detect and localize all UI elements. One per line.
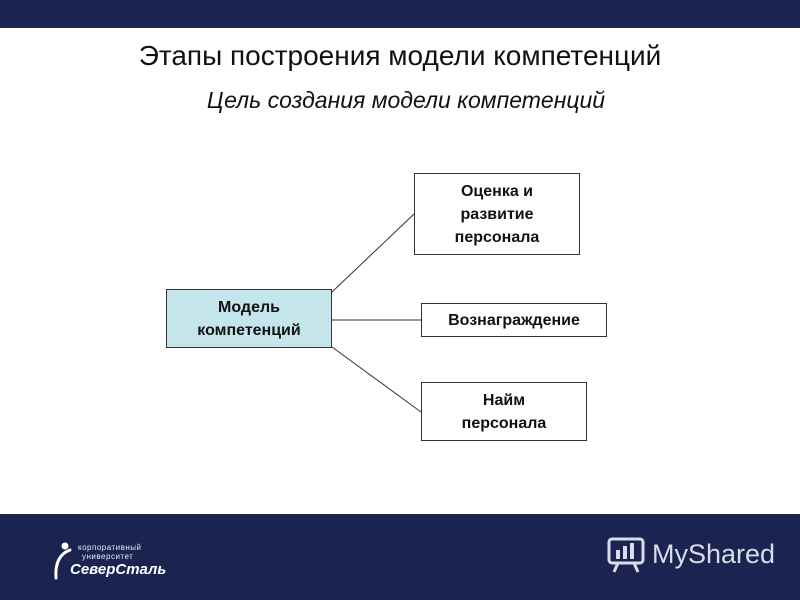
connector-to-hiring: [331, 346, 422, 413]
slide-title: Этапы построения модели компетенций: [138, 40, 662, 71]
logo-brand: СеверСталь: [70, 561, 167, 578]
connector-to-evaluation: [331, 213, 415, 293]
slide-subtitle: Цель создания модели компетенций: [206, 87, 606, 113]
reward-label: Вознаграждение: [448, 311, 580, 329]
competency-model-box: Модель компетенций: [166, 289, 332, 348]
top-bar: [0, 0, 800, 28]
evaluation-label: Оценка и развитие персонала: [454, 182, 540, 246]
reward-box: Вознаграждение: [421, 303, 607, 337]
logo-line-1: корпоративный: [78, 543, 142, 552]
presentation-board-icon: [607, 537, 645, 573]
severstal-logo: корпоративный университет СеверСталь: [50, 540, 190, 580]
logo-line-2: университет: [82, 552, 134, 561]
watermark-text: MyShared: [652, 539, 776, 569]
hiring-box: Найм персонала: [421, 382, 587, 441]
hiring-label: Найм персонала: [461, 391, 547, 432]
bottom-bar: [0, 514, 800, 600]
evaluation-box: Оценка и развитие персонала: [414, 173, 580, 255]
competency-model-label: Модель компетенций: [197, 298, 301, 339]
logo-mark-icon: [54, 542, 72, 580]
